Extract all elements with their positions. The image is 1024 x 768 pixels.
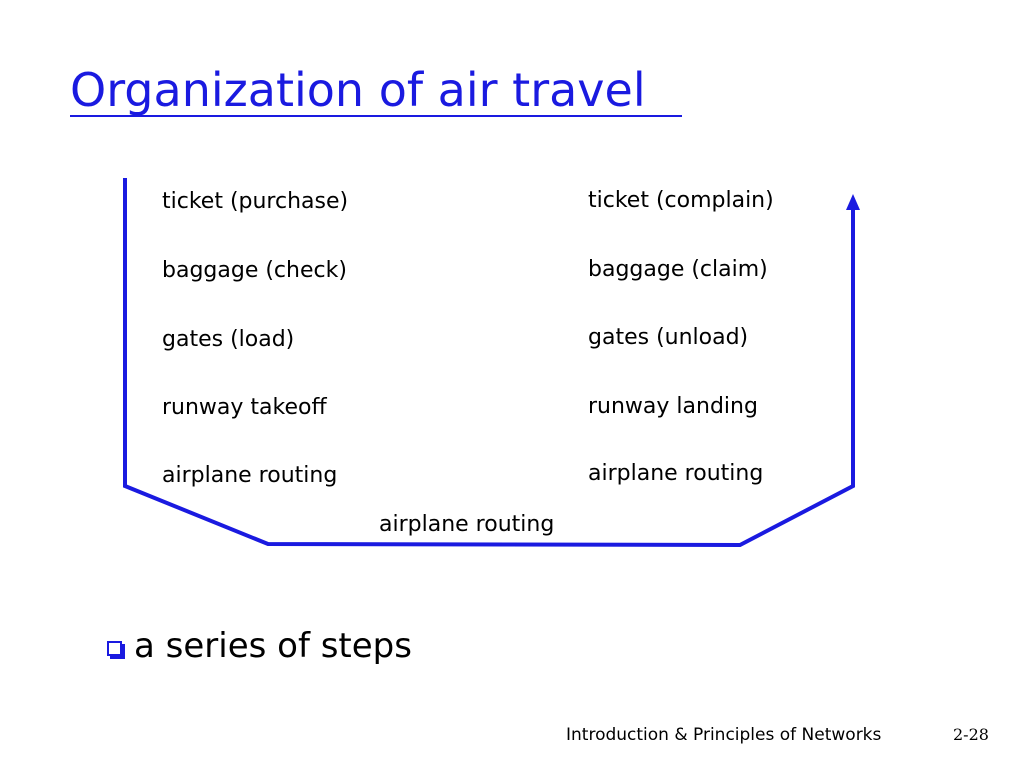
- bullet-text: a series of steps: [134, 626, 412, 666]
- arrow-up-icon: [846, 194, 860, 210]
- right-step-routing: airplane routing: [588, 461, 764, 486]
- slide-title: Organization of air travel: [70, 63, 646, 117]
- left-step-gates: gates (load): [162, 327, 295, 352]
- left-step-routing: airplane routing: [162, 463, 338, 488]
- right-step-runway: runway landing: [588, 394, 758, 419]
- bottom-step-routing: airplane routing: [379, 512, 555, 537]
- bullet-item: a series of steps: [107, 624, 412, 668]
- right-step-baggage: baggage (claim): [588, 257, 768, 282]
- right-step-gates: gates (unload): [588, 325, 749, 350]
- journey-path-line: [123, 178, 855, 548]
- title-underline: [70, 115, 682, 117]
- right-step-ticket: ticket (complain): [588, 188, 774, 213]
- left-step-ticket: ticket (purchase): [162, 189, 349, 214]
- checkbox-bullet-icon: [107, 640, 122, 656]
- left-step-baggage: baggage (check): [162, 258, 347, 283]
- footer-course: Introduction & Principles of Networks: [566, 725, 882, 745]
- left-step-runway: runway takeoff: [162, 395, 327, 420]
- footer-page-number: 2-28: [953, 725, 989, 744]
